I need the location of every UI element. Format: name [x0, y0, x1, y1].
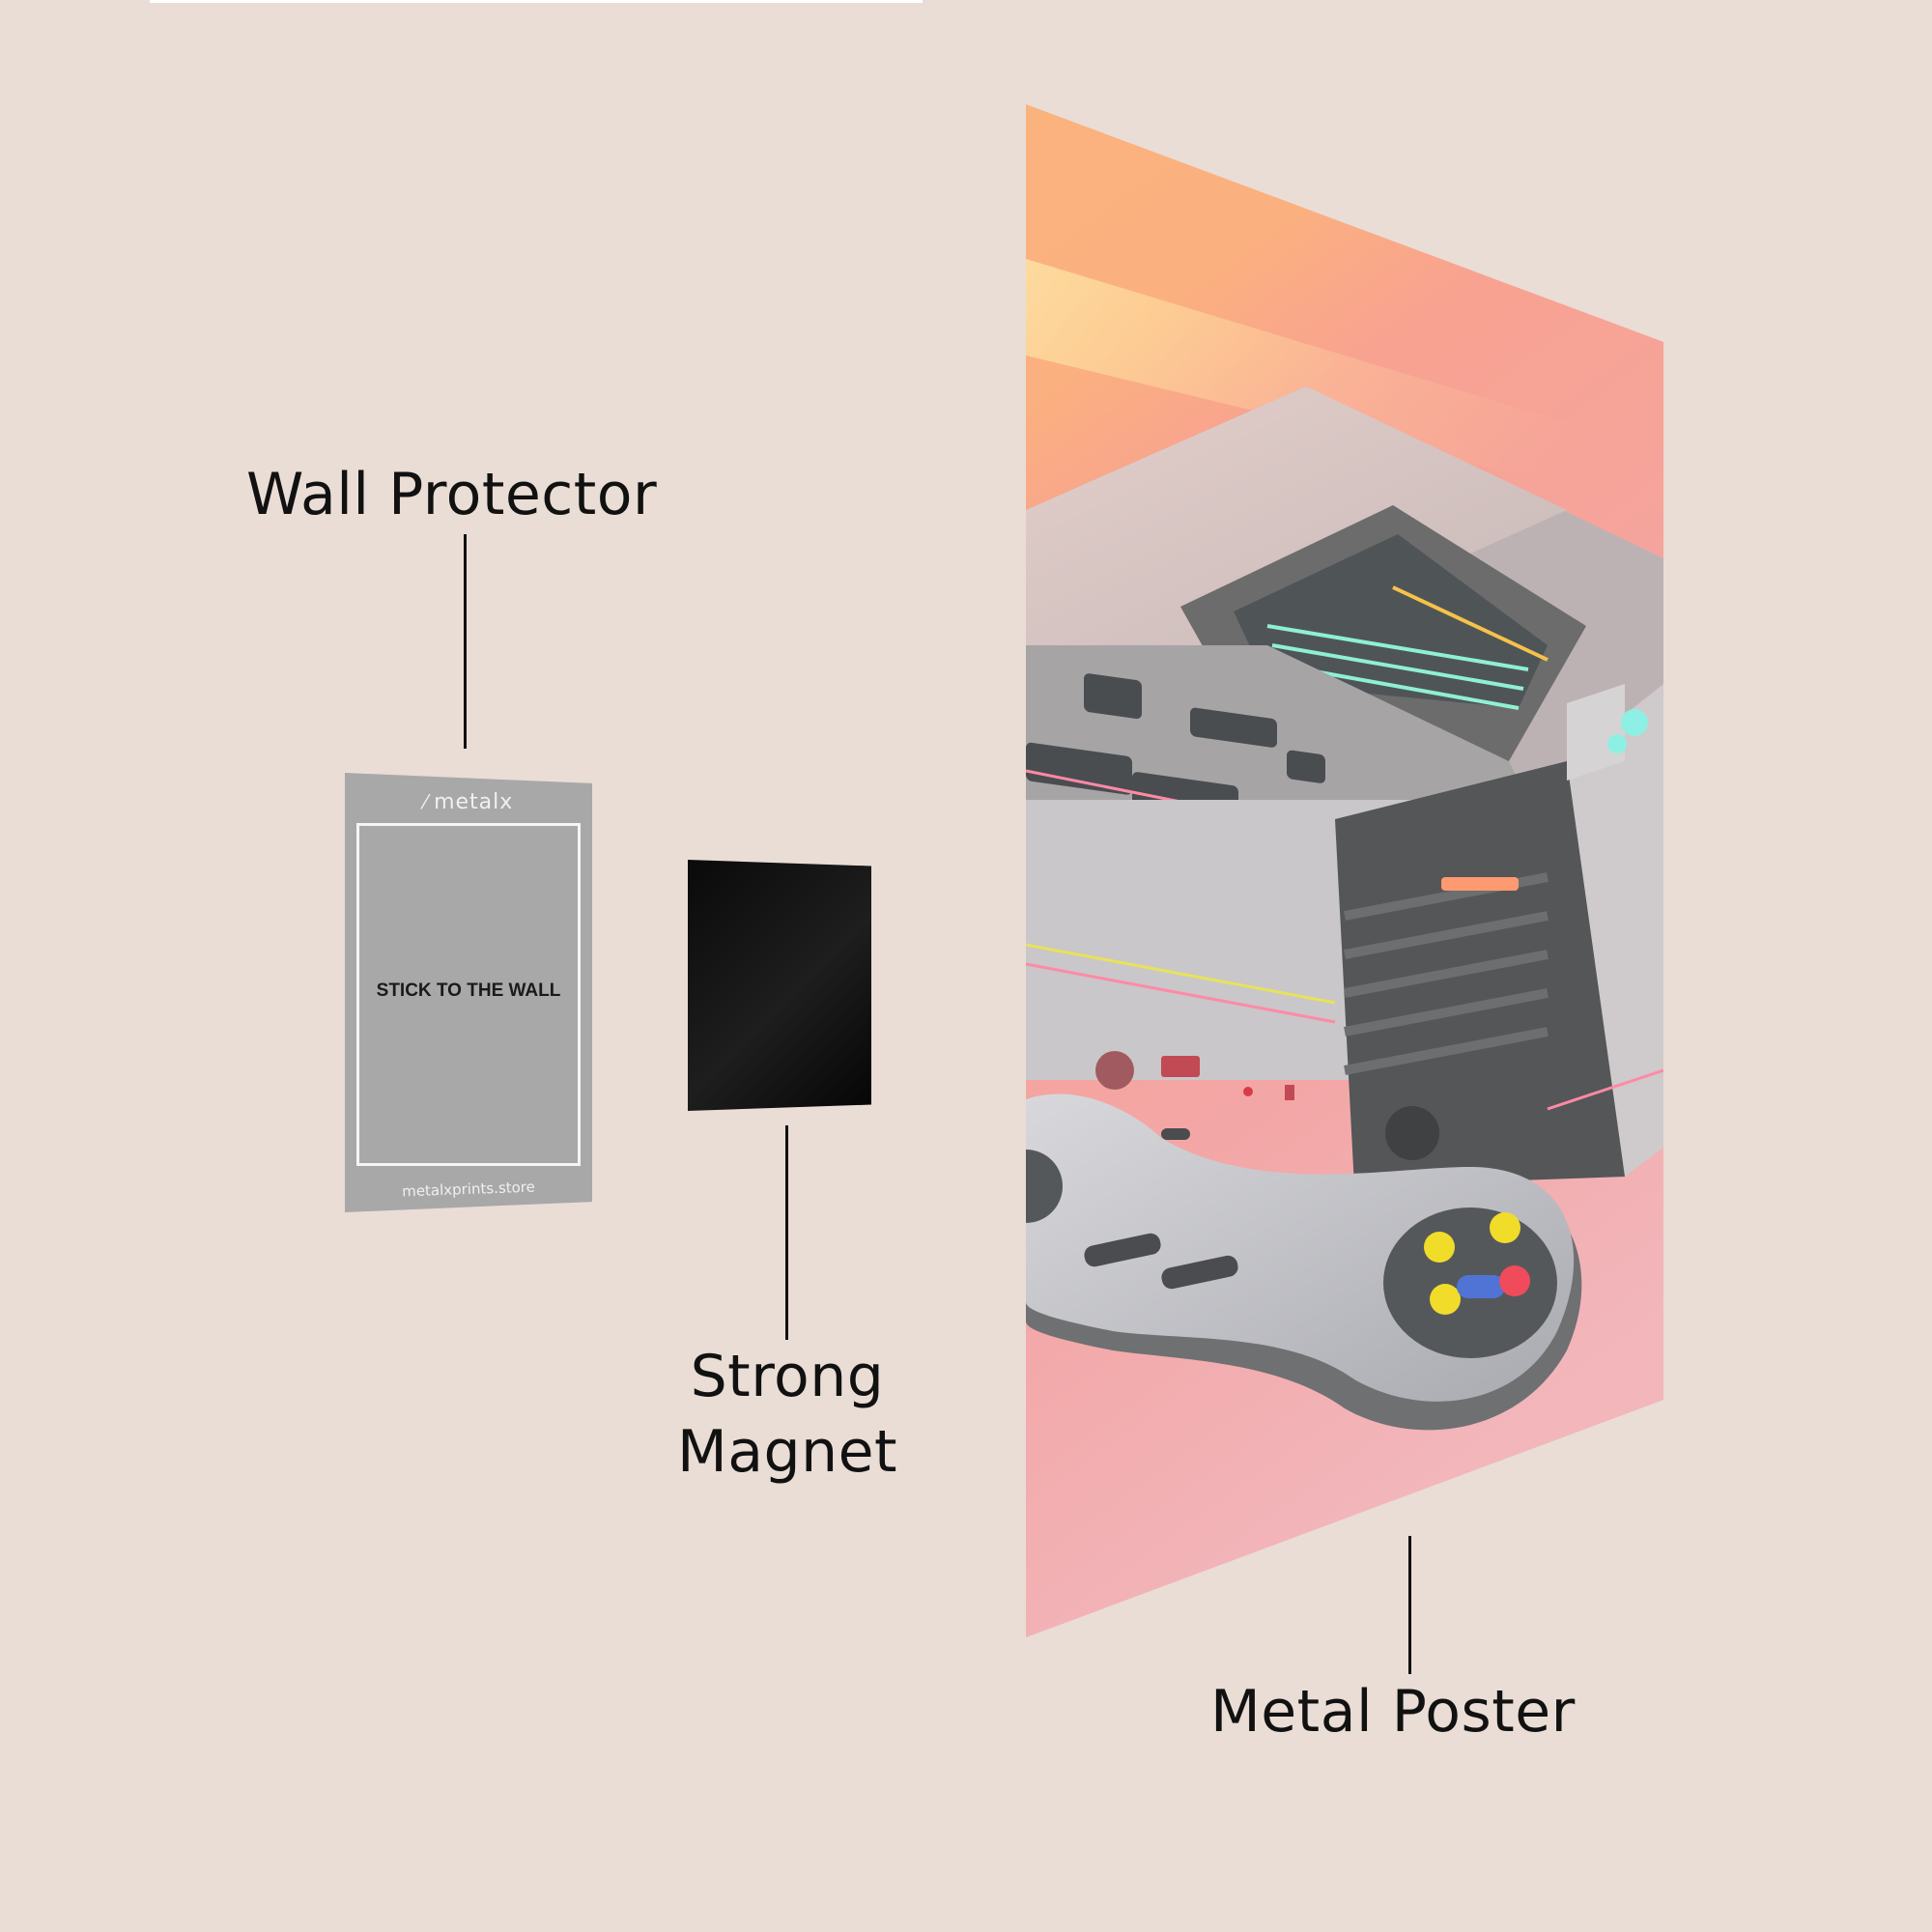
top-edge-strip — [150, 0, 923, 3]
light-streak — [1026, 259, 1663, 510]
metalx-logo-icon: ⁄ — [423, 790, 429, 813]
metal-poster — [1026, 104, 1663, 1637]
stick-instruction: STICK TO THE WALL — [376, 980, 561, 1001]
wall-protector-card: ⁄metalx STICK TO THE WALL metalxprints.s… — [345, 773, 592, 1212]
store-url: metalxprints.store — [401, 1178, 536, 1201]
retro-console-illustration — [1026, 386, 1663, 1186]
logo-text: metalx — [434, 790, 514, 814]
wall-protector-label: Wall Protector — [246, 461, 658, 528]
metal-poster-label: Metal Poster — [1210, 1678, 1576, 1746]
strong-magnet — [688, 860, 871, 1111]
gamepad-illustration — [1026, 1094, 1582, 1431]
protector-frame — [356, 823, 581, 1166]
metal-poster-connector — [1408, 1536, 1411, 1674]
poster-artwork — [1026, 104, 1663, 1637]
metalx-logo: ⁄metalx — [345, 790, 592, 814]
strong-magnet-label-line2: Magnet — [676, 1418, 898, 1486]
strong-magnet-label-line1: Strong — [690, 1343, 885, 1410]
wall-protector-connector — [464, 534, 467, 749]
strong-magnet-connector — [785, 1125, 788, 1340]
strong-magnet-label: Strong Magnet — [667, 1339, 908, 1490]
